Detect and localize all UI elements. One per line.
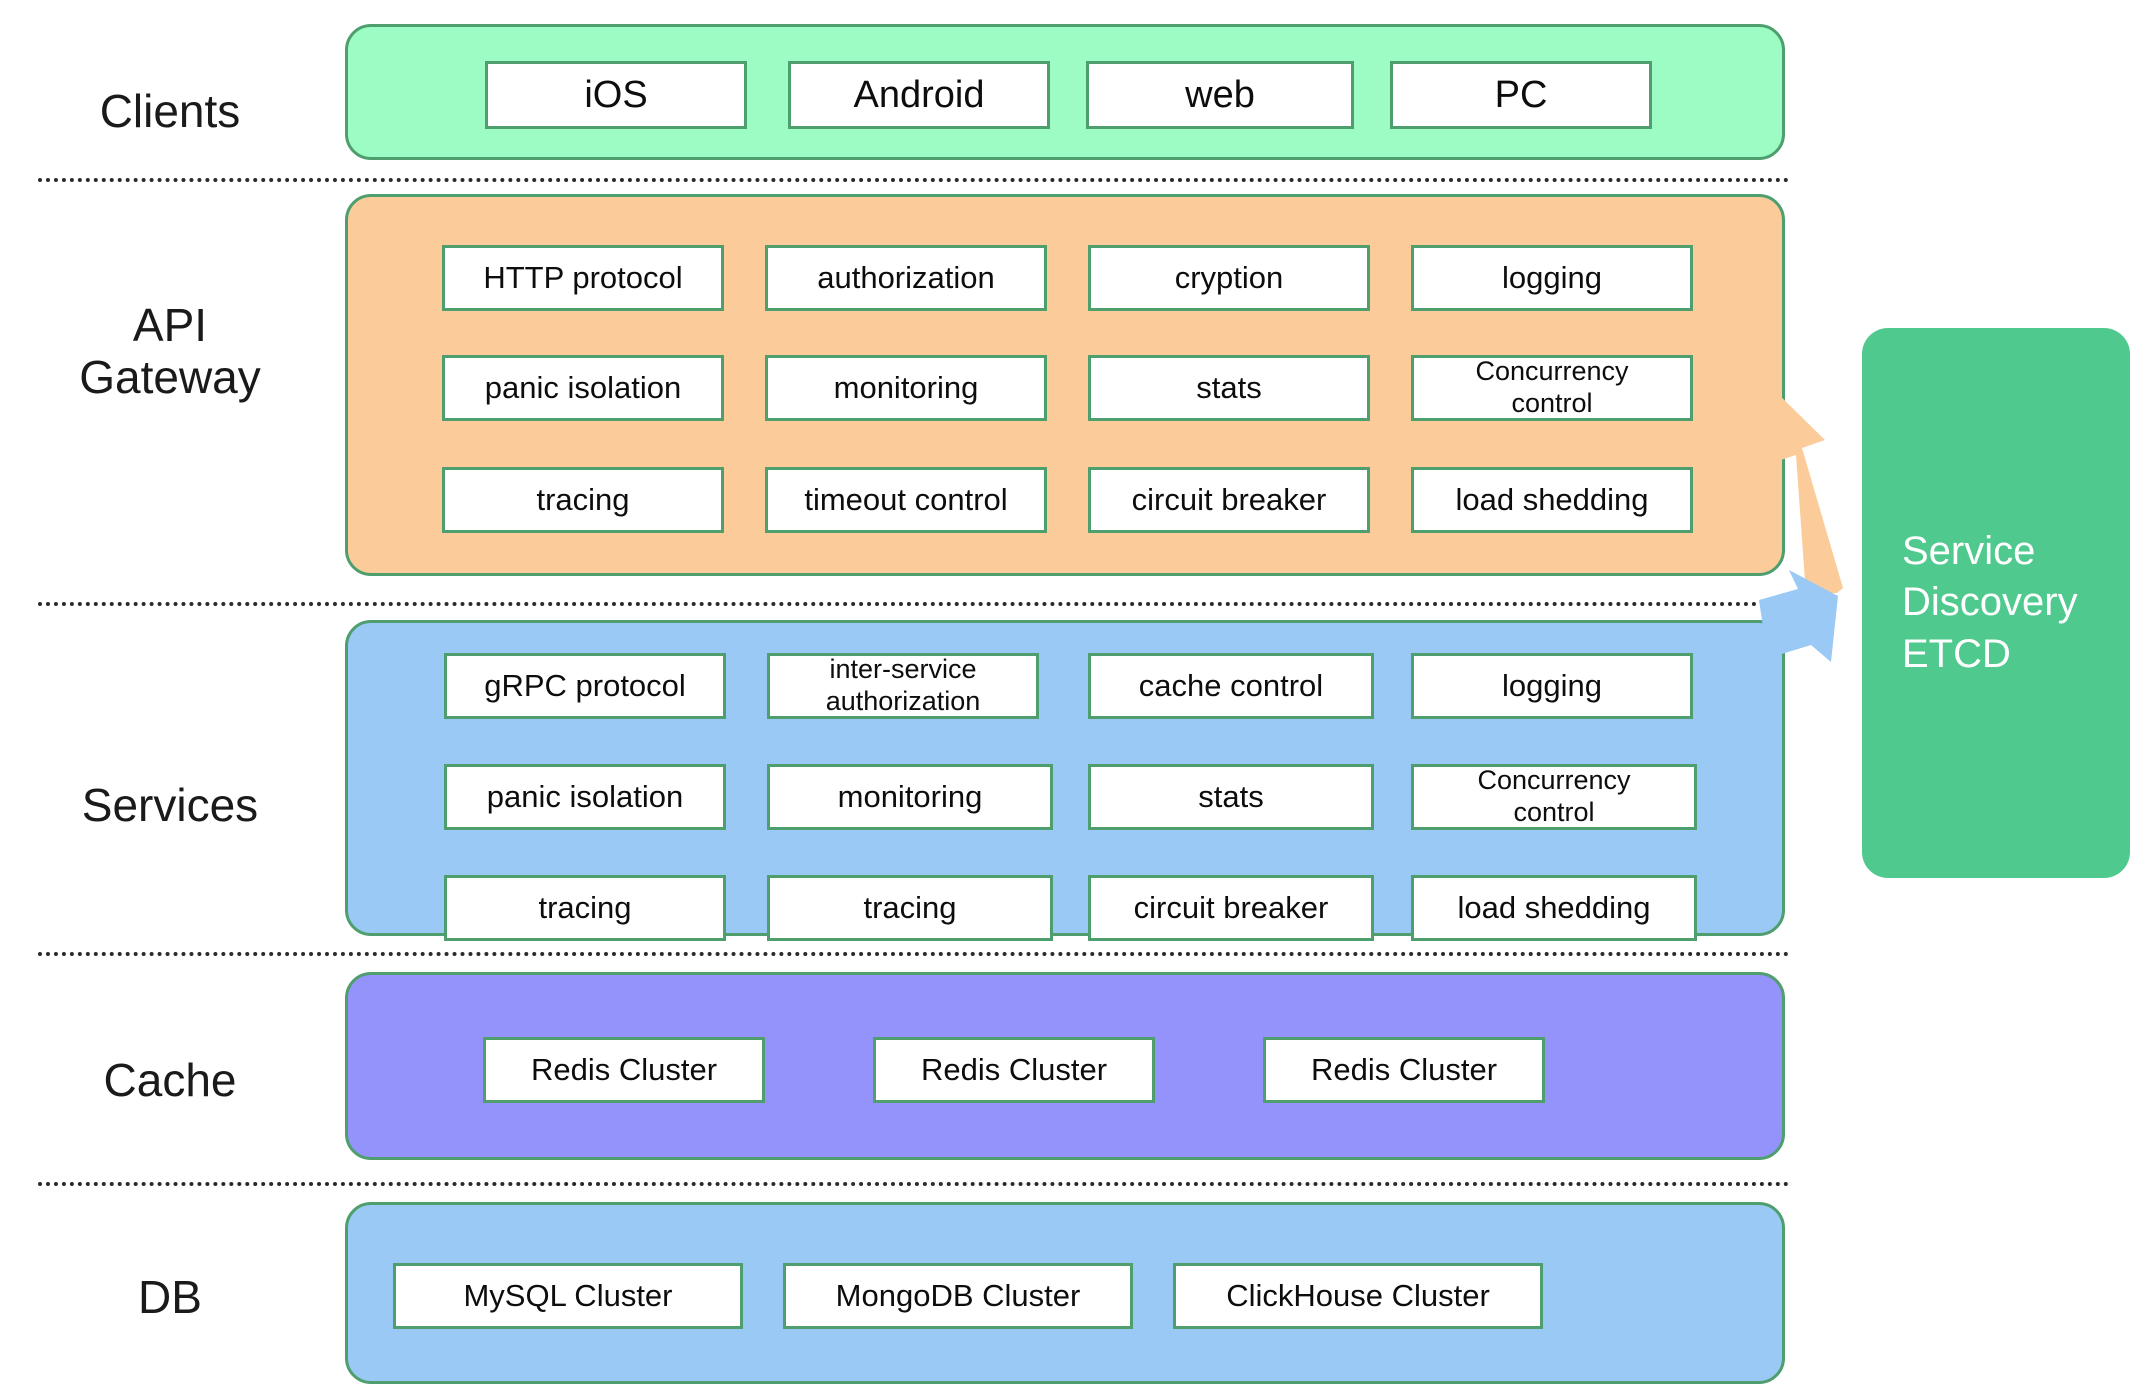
cell-sv-inter-service-authorization[interactable]: inter-service authorization xyxy=(767,653,1039,719)
service-discovery-label: Service Discovery ETCD xyxy=(1902,529,2078,676)
cell-sv-monitoring[interactable]: monitoring xyxy=(767,764,1053,830)
tier-label-clients: Clients xyxy=(99,85,241,137)
cell-gw-tracing[interactable]: tracing xyxy=(442,467,724,533)
cell-gw-stats[interactable]: stats xyxy=(1088,355,1370,421)
separator-gateway-services xyxy=(38,602,1790,606)
cell-gw-authorization[interactable]: authorization xyxy=(765,245,1047,311)
cell-gw-cryption[interactable]: cryption xyxy=(1088,245,1370,311)
cell-clickhouse-cluster[interactable]: ClickHouse Cluster xyxy=(1173,1263,1543,1329)
tier-container-services: gRPC protocol inter-service authorizatio… xyxy=(345,620,1785,941)
cell-gw-circuit-breaker[interactable]: circuit breaker xyxy=(1088,467,1370,533)
cell-sv-load-shedding[interactable]: load shedding xyxy=(1411,875,1697,941)
cell-redis-cluster-2[interactable]: Redis Cluster xyxy=(873,1037,1155,1103)
cell-redis-cluster-3[interactable]: Redis Cluster xyxy=(1263,1037,1545,1103)
tier-container-clients: iOS Android web PC xyxy=(345,24,1785,160)
cell-gw-load-shedding[interactable]: load shedding xyxy=(1411,467,1693,533)
cell-redis-cluster-1[interactable]: Redis Cluster xyxy=(483,1037,765,1103)
cell-sv-panic-isolation[interactable]: panic isolation xyxy=(444,764,726,830)
cell-gw-monitoring[interactable]: monitoring xyxy=(765,355,1047,421)
cell-android[interactable]: Android xyxy=(788,61,1050,129)
cell-gw-panic-isolation[interactable]: panic isolation xyxy=(442,355,724,421)
tier-container-db: MySQL Cluster MongoDB Cluster ClickHouse… xyxy=(345,1202,1785,1384)
tier-container-api-gateway: HTTP protocol authorization cryption log… xyxy=(345,194,1785,576)
cell-gw-concurrency-control[interactable]: Concurrency control xyxy=(1411,355,1693,421)
cell-gw-http-protocol[interactable]: HTTP protocol xyxy=(442,245,724,311)
cell-web[interactable]: web xyxy=(1086,61,1354,129)
cell-sv-tracing-2[interactable]: tracing xyxy=(767,875,1053,941)
cell-sv-grpc-protocol[interactable]: gRPC protocol xyxy=(444,653,726,719)
separator-cache-db xyxy=(38,1182,1790,1186)
service-discovery-etcd-panel[interactable]: Service Discovery ETCD xyxy=(1862,328,2130,878)
tier-label-cache: Cache xyxy=(103,1054,237,1106)
separator-services-cache xyxy=(38,952,1790,956)
cell-sv-circuit-breaker[interactable]: circuit breaker xyxy=(1088,875,1374,941)
tier-label-api-gateway: API Gateway xyxy=(79,299,261,403)
separator-clients-gateway xyxy=(38,178,1790,182)
cell-sv-tracing-1[interactable]: tracing xyxy=(444,875,726,941)
cell-sv-cache-control[interactable]: cache control xyxy=(1088,653,1374,719)
cell-sv-concurrency-control[interactable]: Concurrency control xyxy=(1411,764,1697,830)
cell-gw-logging[interactable]: logging xyxy=(1411,245,1693,311)
cell-mongodb-cluster[interactable]: MongoDB Cluster xyxy=(783,1263,1133,1329)
cell-ios[interactable]: iOS xyxy=(485,61,747,129)
cell-gw-timeout-control[interactable]: timeout control xyxy=(765,467,1047,533)
cell-sv-logging[interactable]: logging xyxy=(1411,653,1693,719)
tier-label-db: DB xyxy=(138,1271,202,1323)
cell-sv-stats[interactable]: stats xyxy=(1088,764,1374,830)
cell-pc[interactable]: PC xyxy=(1390,61,1652,129)
tier-label-services: Services xyxy=(81,779,259,831)
tier-container-cache: Redis Cluster Redis Cluster Redis Cluste… xyxy=(345,972,1785,1160)
cell-mysql-cluster[interactable]: MySQL Cluster xyxy=(393,1263,743,1329)
